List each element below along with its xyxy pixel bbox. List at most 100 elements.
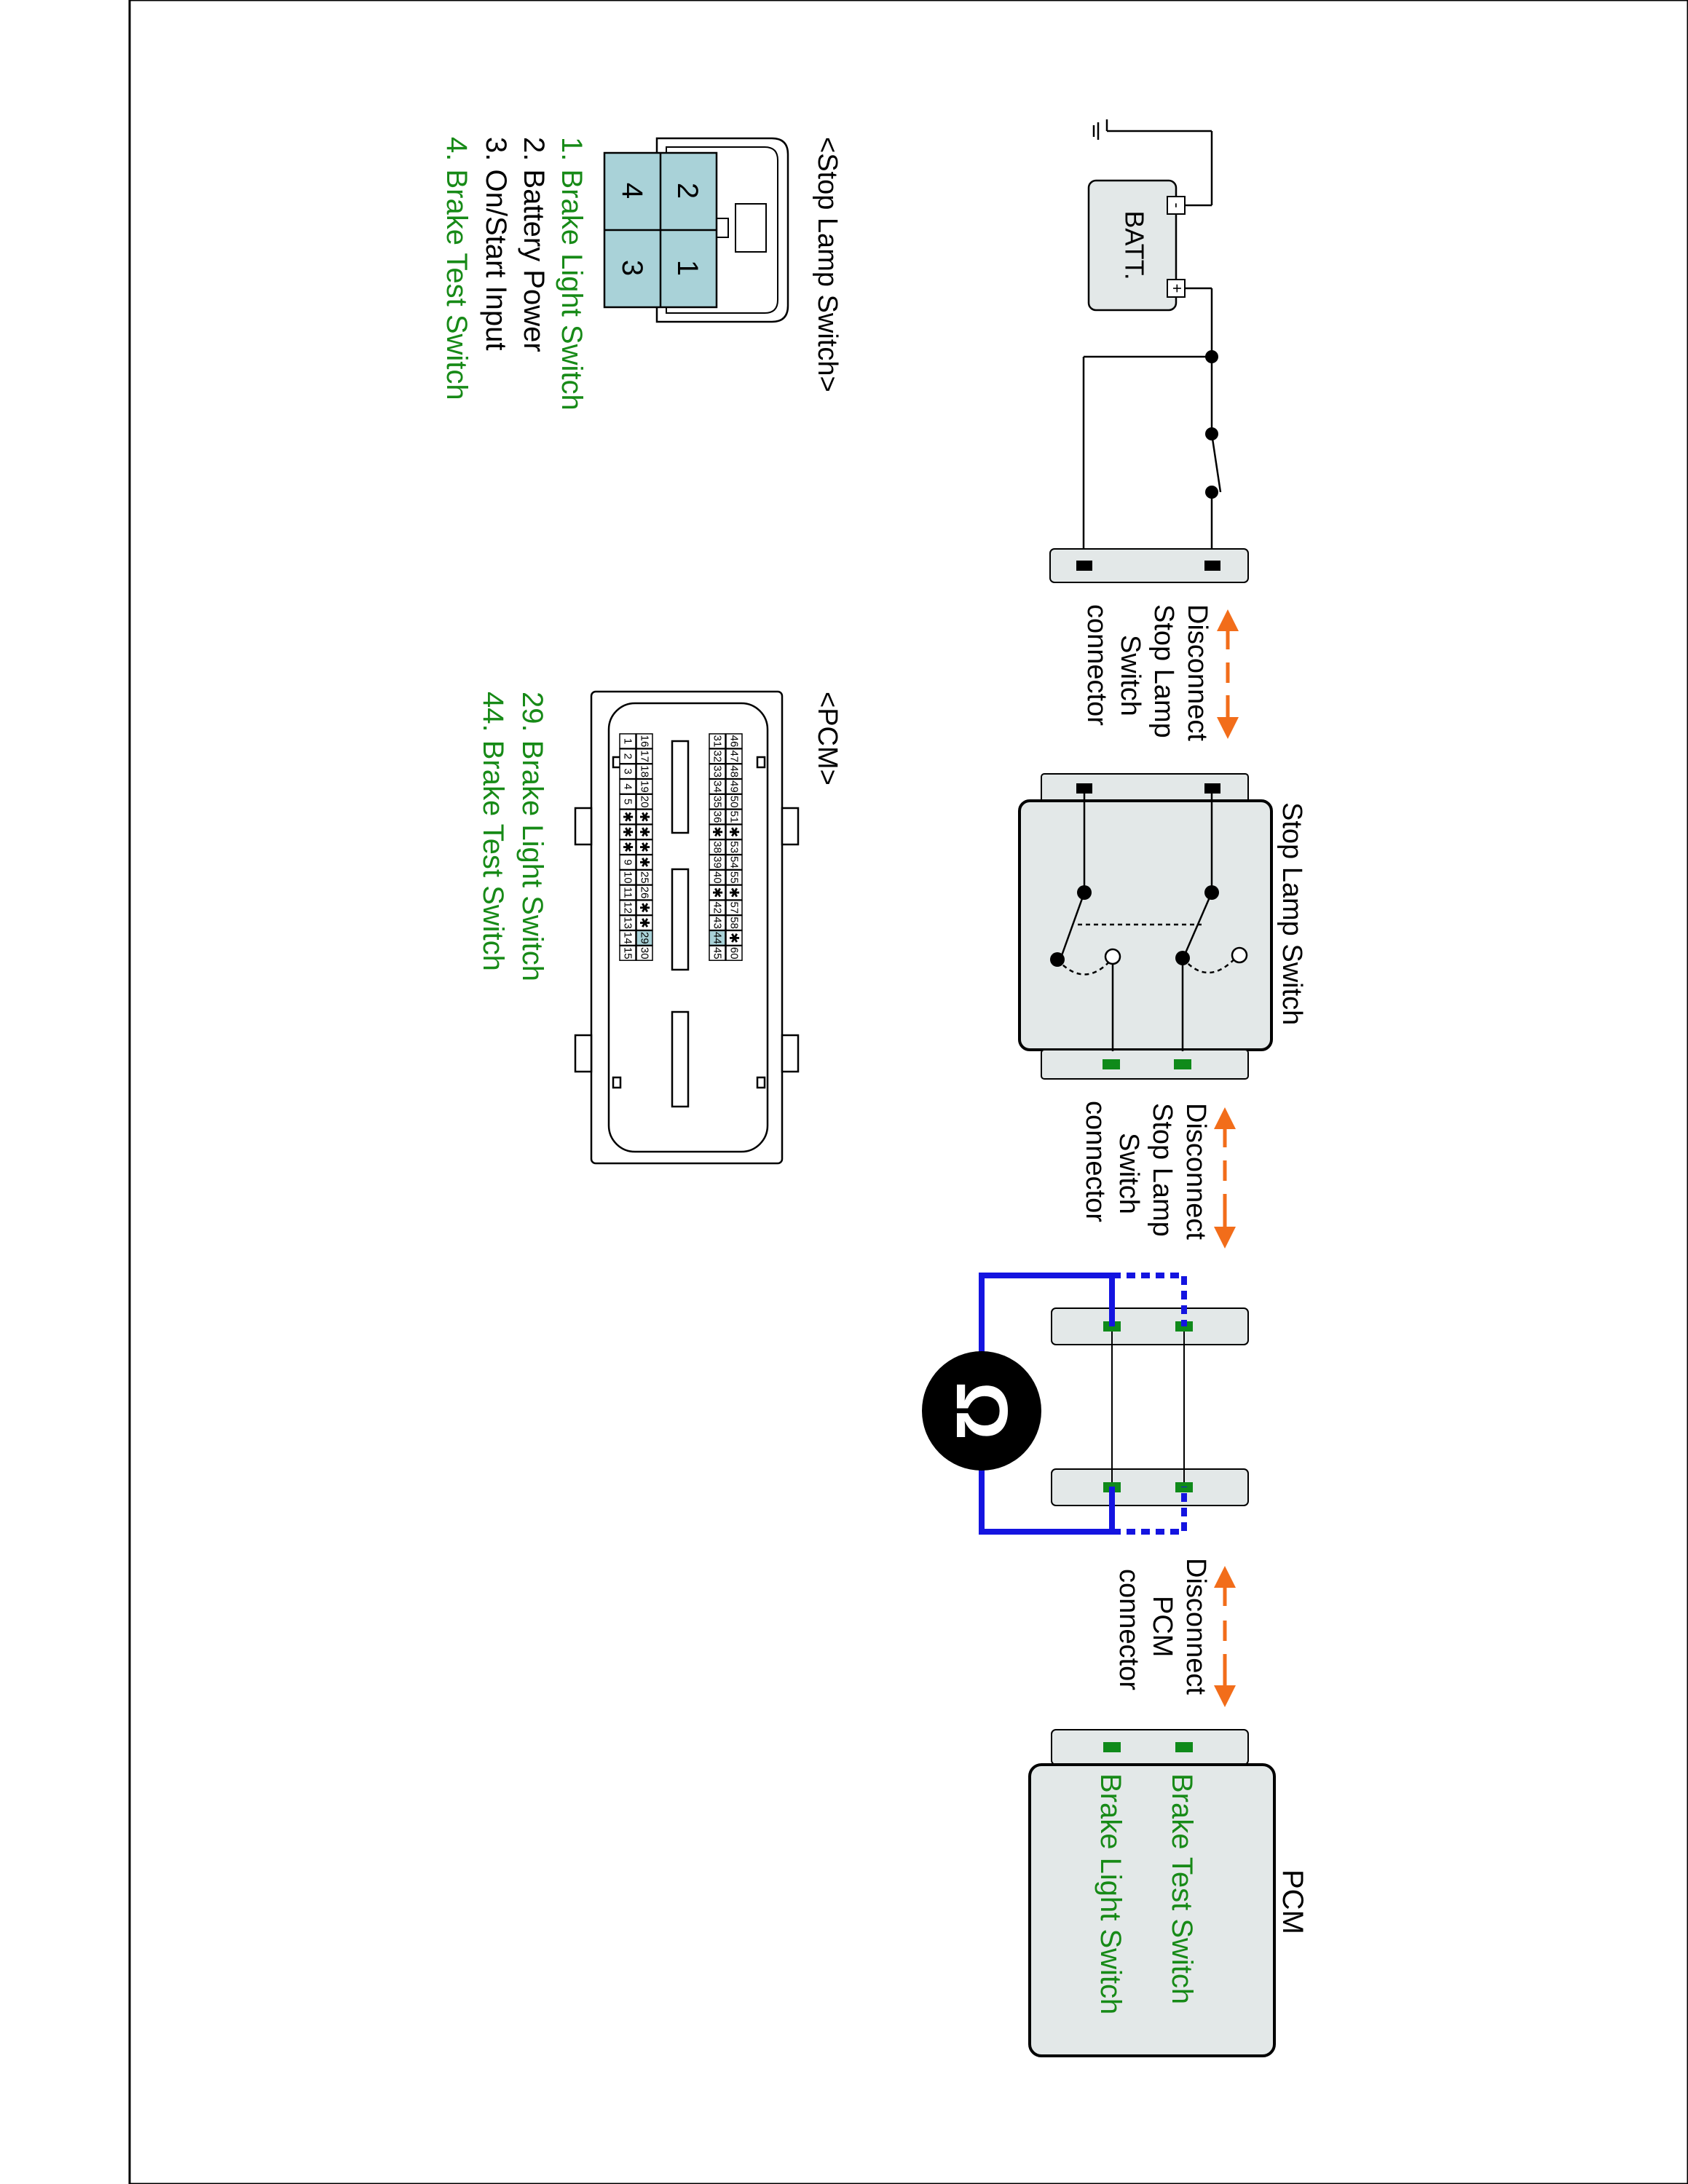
pcm-pin-label: 55 bbox=[728, 871, 741, 884]
pcm-pin-label: 13 bbox=[622, 917, 634, 929]
pcm-pin-label: 30 bbox=[639, 947, 651, 960]
pcm-pin-label: 3 bbox=[622, 768, 634, 774]
pcm-pin-cell bbox=[619, 869, 636, 885]
pcm-pin-label: ✱ bbox=[727, 826, 741, 837]
pcm-pin-cell bbox=[725, 839, 743, 855]
pcm-pin-brake-test-switch: Brake Test Switch bbox=[1166, 1773, 1198, 2004]
harness-connector-a bbox=[1051, 1307, 1249, 1345]
harness-wires bbox=[1111, 1326, 1185, 1487]
pcm-pin-cell bbox=[619, 809, 636, 825]
switch-internals bbox=[1057, 794, 1239, 1051]
pcm-pin-cell bbox=[725, 869, 743, 885]
pcm-pin-cell bbox=[709, 763, 726, 780]
battery-power-wires bbox=[1082, 287, 1222, 557]
pcm-pin-cell bbox=[619, 733, 636, 749]
pcm-pin-cell bbox=[725, 914, 743, 931]
pcm-pin-label: 38 bbox=[711, 841, 724, 853]
switch-contact-dot bbox=[1205, 427, 1218, 440]
pcm-pin-cell bbox=[619, 778, 636, 795]
pcm-pin-label: 19 bbox=[639, 780, 651, 793]
pcm-pin-cell bbox=[636, 763, 653, 780]
harness-connector-b bbox=[1051, 1468, 1249, 1506]
pcm-pin-label: 44 bbox=[711, 932, 724, 944]
pcm-pin-label: 12 bbox=[622, 901, 634, 914]
connector-pin-green bbox=[1175, 1742, 1193, 1752]
switch-contact-open bbox=[1231, 946, 1248, 964]
pcm-pin-cell bbox=[619, 794, 636, 810]
pcm-pin-label: 58 bbox=[728, 917, 741, 929]
pcm-pin-label: ✱ bbox=[727, 933, 741, 943]
pcm-pin-label: 1 bbox=[622, 738, 634, 744]
pcm-pin-label: 9 bbox=[622, 859, 634, 865]
pcm-pin-cell bbox=[636, 748, 653, 764]
page-frame bbox=[128, 0, 1688, 2184]
pcm-pin-cell bbox=[709, 854, 726, 871]
disconnect-label-1-line3: Switch bbox=[1115, 635, 1145, 716]
pcm-pin-cell bbox=[619, 763, 636, 780]
ground-symbol bbox=[1092, 119, 1213, 207]
pcm-pin-cell bbox=[636, 794, 653, 810]
disconnect-label-2-line3: Switch bbox=[1113, 1133, 1144, 1214]
pcm-pin-cell bbox=[725, 733, 743, 749]
pcm-pin-label: 54 bbox=[728, 856, 741, 869]
pcm-pin-cell bbox=[725, 748, 743, 764]
pcm-pin-cell bbox=[619, 854, 636, 871]
pcm-pin-cell bbox=[709, 824, 726, 840]
disconnect-label-2-line4: connector bbox=[1080, 1101, 1111, 1222]
pcm-pin-label: 57 bbox=[728, 901, 741, 914]
disconnect-label-1-line2: Stop Lamp bbox=[1148, 604, 1179, 738]
pcm-pin-cell bbox=[636, 733, 653, 749]
pcm-pin-label: 53 bbox=[728, 841, 741, 853]
pcm-pin-label: 45 bbox=[711, 947, 724, 960]
pcm-pin-label: 33 bbox=[711, 765, 724, 778]
pcm-pin-cell bbox=[725, 809, 743, 825]
pcm-pin-label: 4 bbox=[622, 783, 634, 789]
pcm-pin-cell bbox=[636, 914, 653, 931]
pcm-pin-cell bbox=[725, 763, 743, 780]
switch-contact-dot bbox=[1204, 885, 1219, 900]
pcm-pin-cell bbox=[709, 809, 726, 825]
pcm-pin-cell bbox=[709, 778, 726, 795]
disconnect-label-1-line4: connector bbox=[1081, 604, 1112, 726]
pcm-pin-cell bbox=[709, 885, 726, 901]
pcm-pin-label: 10 bbox=[622, 871, 634, 884]
pcm-pin-cell bbox=[619, 930, 636, 946]
connector-pin bbox=[1076, 783, 1092, 794]
pcm-pin-label: 15 bbox=[622, 947, 634, 960]
disconnect-label-3-line1: Disconnect bbox=[1180, 1558, 1211, 1695]
pcm-pin-cell bbox=[725, 854, 743, 871]
pcm-pin-label: ✱ bbox=[637, 902, 652, 913]
pcm-pin-label: 43 bbox=[711, 917, 724, 929]
battery-plus-terminal bbox=[1167, 279, 1186, 298]
pcm-pin-cell bbox=[636, 885, 653, 901]
pcm-pin-label: ✱ bbox=[637, 811, 652, 822]
pcm-pin-label: 29 bbox=[639, 932, 651, 944]
pcm-pin-cell bbox=[636, 854, 653, 871]
stop-lamp-connector-face bbox=[603, 137, 789, 323]
pcm-pin-cell bbox=[636, 824, 653, 840]
stop-lamp-connector-cell-2: 2 bbox=[671, 183, 703, 199]
stop-lamp-connector-cell-3: 3 bbox=[616, 260, 648, 276]
pcm-pin-cell bbox=[636, 778, 653, 795]
pcm-connector-title: <PCM> bbox=[812, 692, 843, 786]
pcm-pin-label: 20 bbox=[639, 796, 651, 808]
battery-minus-terminal bbox=[1167, 196, 1186, 215]
pcm-pin-label: 11 bbox=[622, 887, 634, 898]
pcm-pin-cell bbox=[636, 900, 653, 916]
pcm-pin-label: 50 bbox=[728, 796, 741, 808]
pcm-pin-label: ✱ bbox=[637, 842, 652, 852]
junction-dot bbox=[1205, 350, 1218, 363]
ohm-symbol-icon: Ω bbox=[941, 1382, 1022, 1440]
pcm-pin-label: 49 bbox=[728, 780, 741, 793]
battery bbox=[1087, 179, 1178, 312]
connector-pin-green bbox=[1174, 1059, 1191, 1069]
pcm-pin-cell bbox=[619, 945, 636, 961]
pcm-pin-cell bbox=[636, 869, 653, 885]
pcm-module-title: PCM bbox=[1277, 1870, 1309, 1934]
pcm-pin-label: 14 bbox=[622, 932, 634, 944]
pcm-pin-cell bbox=[725, 778, 743, 795]
pcm-pin-cell bbox=[619, 900, 636, 916]
pcm-pin-cell bbox=[619, 839, 636, 855]
